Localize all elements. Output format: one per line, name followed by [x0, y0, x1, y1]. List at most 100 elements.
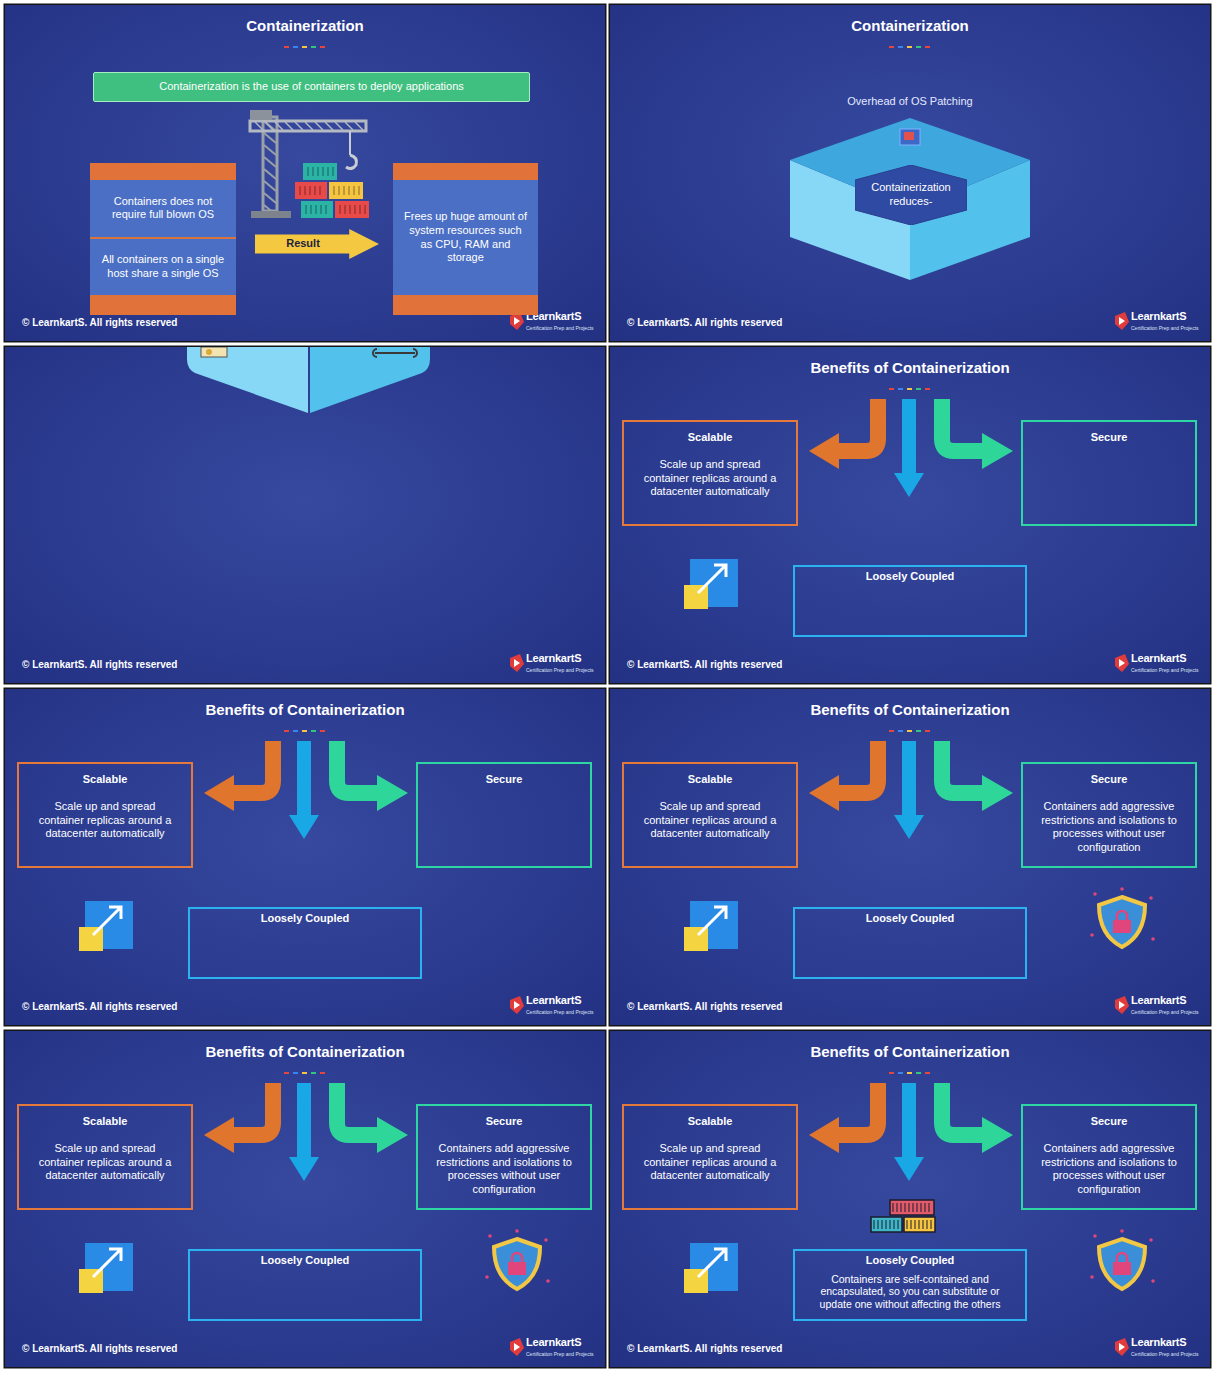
definition-banner: Containerization is the use of container…	[93, 72, 530, 102]
title-dash	[293, 730, 298, 732]
title-dash	[311, 46, 316, 48]
container-rib	[307, 167, 309, 176]
container-rib	[338, 186, 340, 195]
arrow-right	[337, 741, 379, 793]
arrow-left	[836, 399, 878, 451]
crane-jib-brace	[355, 122, 363, 130]
logo-text: LearnkartS	[1131, 1336, 1186, 1348]
container-rib	[907, 1220, 908, 1229]
logo-play	[514, 317, 520, 325]
title-dash	[916, 730, 921, 732]
crane-cable	[349, 131, 351, 155]
crane-jib-brace	[305, 122, 313, 130]
logo-mark	[1115, 312, 1129, 330]
title-dash	[284, 730, 289, 732]
container-block	[295, 182, 327, 199]
benefit-heading: Loosely Coupled	[803, 912, 1017, 926]
container-rib	[304, 186, 306, 195]
title-dash	[284, 1072, 289, 1074]
container-rib	[344, 205, 346, 214]
copyright-note: © LearnkartS. All rights reserved	[22, 1343, 177, 1354]
crane-jib-brace	[265, 122, 273, 130]
benefit-body: Containers add aggressive restrictions a…	[430, 1142, 578, 1197]
container-rib	[314, 186, 316, 195]
container-rib	[315, 205, 317, 214]
arrow-left-head	[809, 1117, 839, 1153]
logo-play	[514, 659, 520, 667]
crane-brace	[264, 157, 276, 167]
slide-title: Containerization	[5, 17, 605, 34]
slide-frame	[5, 347, 605, 683]
title-dash	[898, 388, 903, 390]
title-dash	[925, 46, 930, 48]
crane-jib-brace	[295, 122, 303, 130]
lock-body	[1113, 920, 1131, 933]
crane-brace	[264, 145, 276, 155]
slide-art	[610, 689, 1210, 1025]
logo-play	[1119, 1001, 1125, 1009]
arrow-right	[942, 399, 984, 451]
container-rib	[911, 1220, 912, 1229]
title-dash	[889, 1072, 894, 1074]
container-rib	[927, 1220, 928, 1229]
container-rib	[359, 205, 361, 214]
logo-text: LearnkartS	[526, 994, 581, 1006]
slide-art	[5, 347, 605, 683]
shield-dot	[485, 1275, 489, 1279]
logo-text: LearnkartS	[526, 1336, 581, 1348]
benefit-heading: Scalable	[636, 773, 784, 787]
arrow-down-head	[289, 1157, 319, 1181]
container-rib	[917, 1203, 918, 1212]
effect-text: Frees up huge amount of system resources…	[393, 180, 538, 295]
container-rib	[364, 205, 366, 214]
shield-dot	[1090, 933, 1094, 937]
container-rib	[299, 186, 301, 195]
container-block	[303, 163, 337, 180]
slide-art	[610, 347, 1210, 683]
crane-jib	[250, 121, 366, 131]
slide-title: Containerization	[610, 17, 1210, 34]
shield-dot	[1149, 1238, 1153, 1242]
container-rib	[348, 186, 350, 195]
lock-body	[508, 1262, 526, 1275]
crane-jib-brace	[315, 122, 323, 130]
arrow-down	[902, 399, 916, 475]
container-stack-top	[890, 1200, 934, 1215]
benefit-box: SecureContainers add aggressive restrict…	[416, 1104, 592, 1210]
shield-icon	[1099, 1239, 1145, 1289]
arrow-right	[337, 1083, 379, 1135]
container-rib	[882, 1220, 883, 1229]
hexagon-shape-shape	[855, 165, 967, 225]
logo-play	[1119, 659, 1125, 667]
logo-tagline: Certification Prep and Projects	[526, 325, 594, 331]
arrow-down-head	[289, 815, 319, 839]
benefit-body: Scale up and spread container replicas a…	[636, 458, 784, 499]
container-rib	[913, 1203, 914, 1212]
container-rib	[305, 205, 307, 214]
benefit-box: SecureContainers add aggressive restrict…	[1021, 1104, 1197, 1210]
container-rib	[320, 205, 322, 214]
container-rib	[925, 1203, 926, 1212]
benefit-heading: Secure	[1035, 1115, 1183, 1129]
arrow-right	[942, 1083, 984, 1135]
title-dash	[907, 46, 912, 48]
title-dash	[302, 46, 307, 48]
container-rib	[353, 186, 355, 195]
container-rib	[332, 167, 334, 176]
container-rib	[878, 1220, 879, 1229]
slide-title: Benefits of Containerization	[5, 701, 605, 718]
arrow-left-head	[204, 1117, 234, 1153]
slide-frame	[5, 1031, 605, 1367]
ring-top-face	[790, 118, 1030, 210]
slide-art	[5, 1031, 605, 1367]
slide-title: Benefits of Containerization	[610, 1043, 1210, 1060]
title-dash	[302, 730, 307, 732]
crane-jib-brace	[275, 122, 283, 130]
slide-title: Benefits of Containerization	[5, 1043, 605, 1060]
slide-title: Benefits of Containerization	[610, 359, 1210, 376]
ring-left-face	[187, 347, 308, 413]
result-arrow: Result	[255, 229, 379, 259]
container-rib	[322, 167, 324, 176]
container-rib	[354, 205, 356, 214]
container-rib	[893, 1203, 894, 1212]
